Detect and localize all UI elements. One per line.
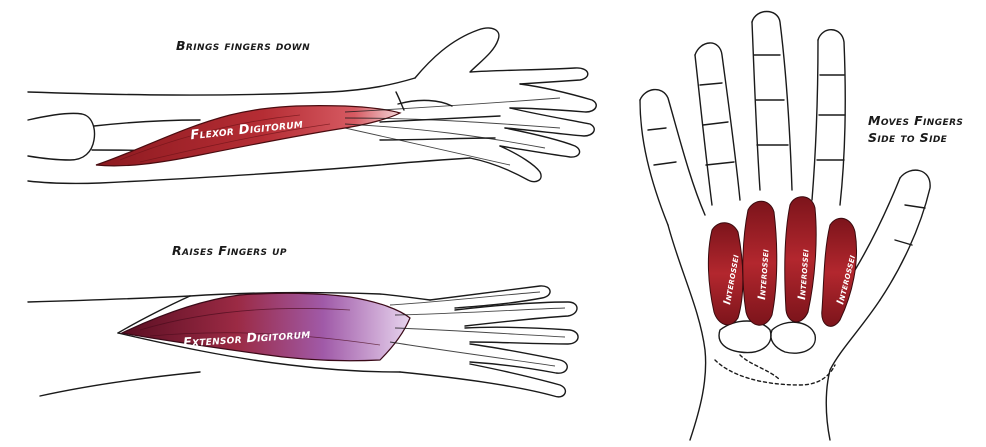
hand-drawing [640,12,930,441]
interossei-caption-line1: Moves Fingers [868,112,978,129]
flexor-caption: Brings fingers down [176,38,310,53]
interossei-caption-line2: Side to Side [868,129,978,146]
extensor-caption: Raises Fingers up [172,243,287,258]
extensor-muscle [122,293,410,360]
interossei-caption: Moves Fingers Side to Side [868,112,978,146]
